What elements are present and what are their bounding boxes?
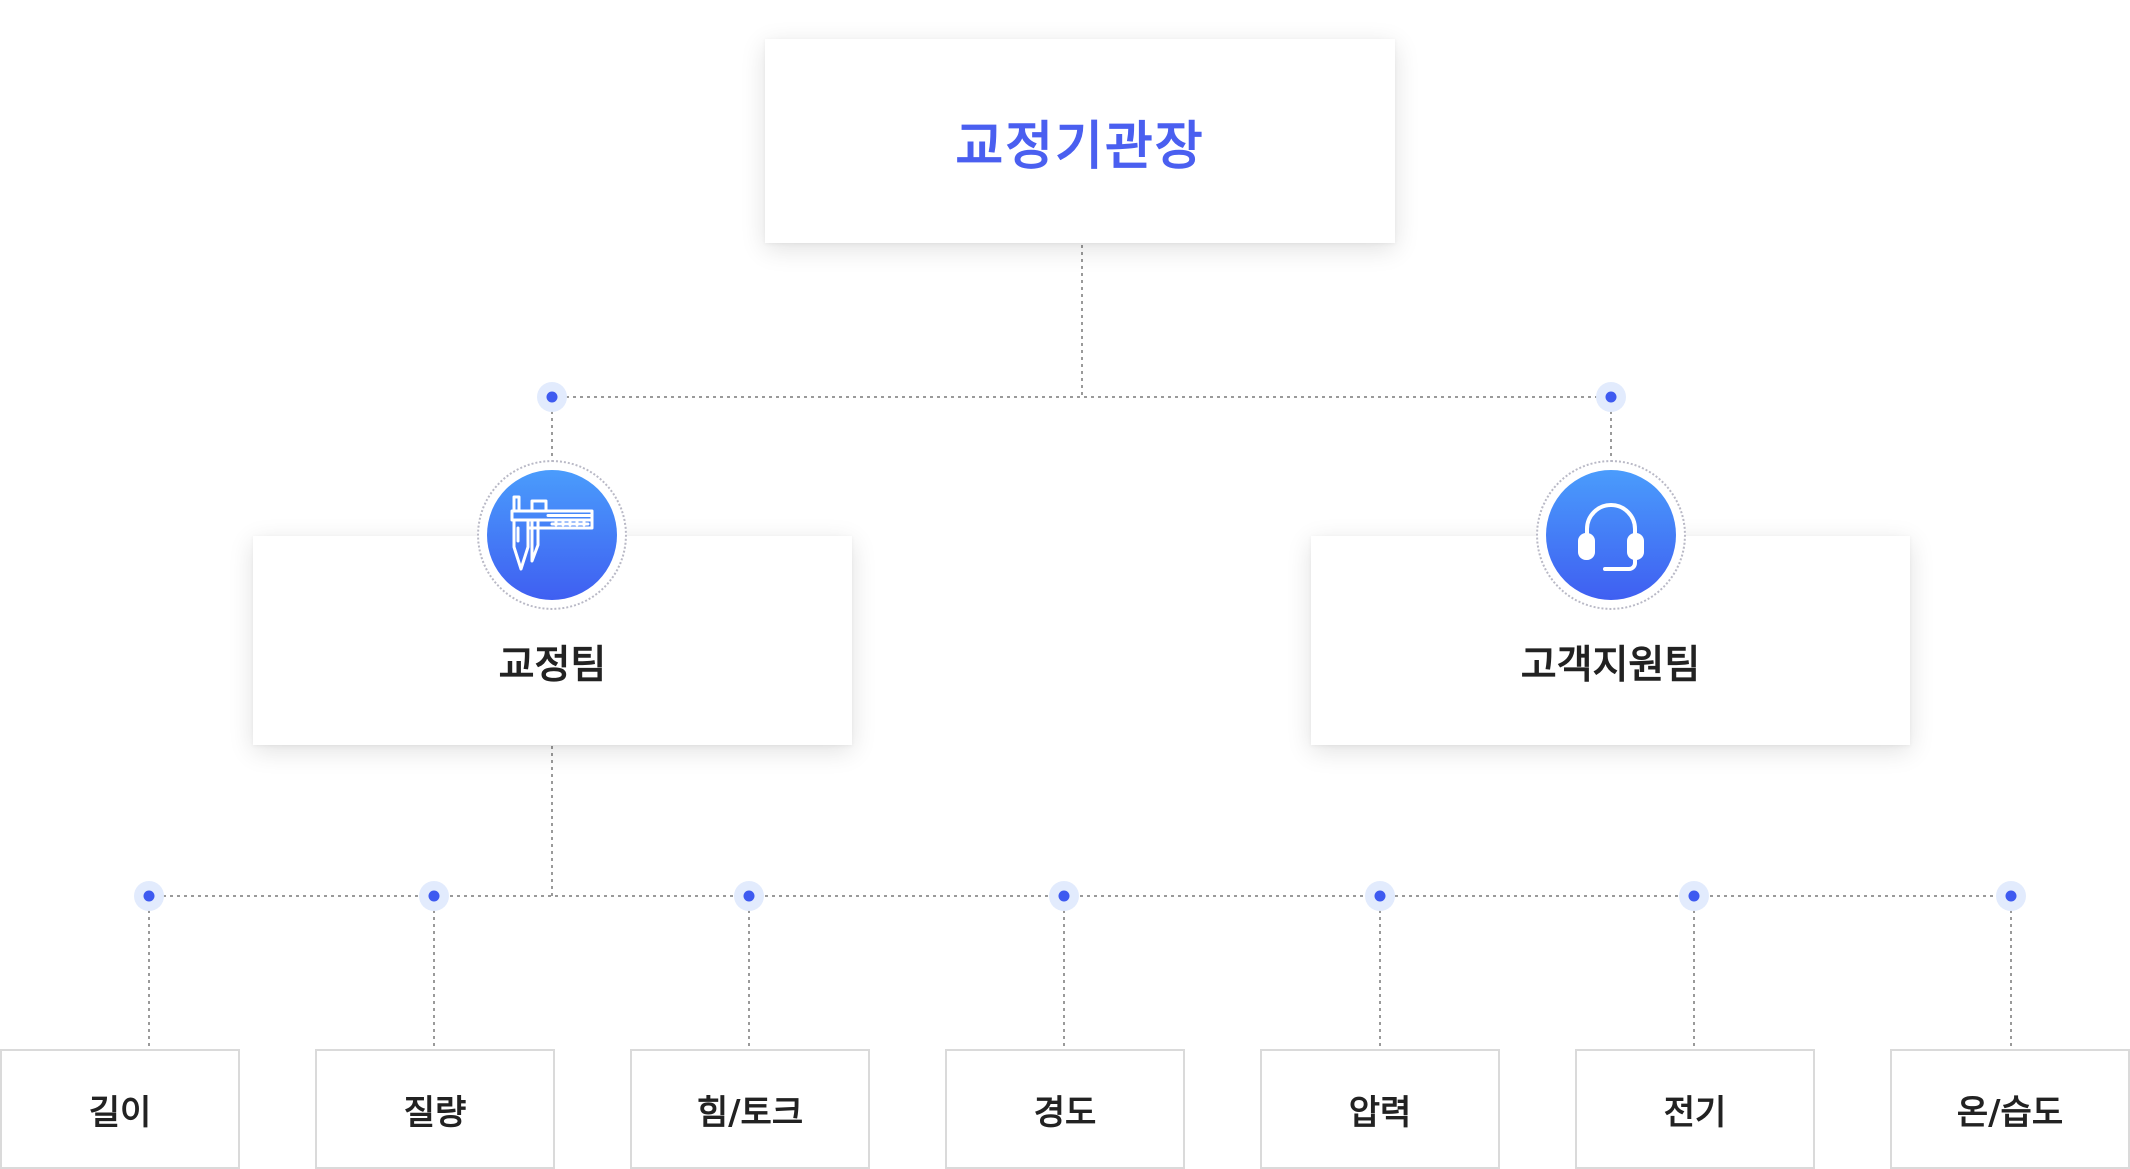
unit-node-label: 압력 xyxy=(1348,1092,1412,1133)
junction-dot-unit-7 xyxy=(1996,881,2026,911)
unit-node-label: 질량 xyxy=(403,1092,467,1133)
team-node-calibration: 교정팀 xyxy=(253,536,852,745)
headset-badge xyxy=(1536,460,1686,610)
unit-node-mass: 질량 xyxy=(315,1049,555,1169)
unit-node-label: 경도 xyxy=(1033,1092,1097,1133)
team-node-label: 고객지원팀 xyxy=(1520,643,1701,688)
headset-icon xyxy=(1578,503,1644,571)
unit-node-temperature-humidity: 온/습도 xyxy=(1890,1049,2130,1169)
root-node: 교정기관장 xyxy=(765,39,1395,243)
unit-node-force-torque: 힘/토크 xyxy=(630,1049,870,1169)
unit-node-length: 길이 xyxy=(0,1049,240,1169)
caliper-badge xyxy=(477,460,627,610)
unit-node-hardness: 경도 xyxy=(945,1049,1185,1169)
junction-dot-unit-6 xyxy=(1679,881,1709,911)
team-node-label: 교정팀 xyxy=(498,643,607,688)
junction-dot-unit-1 xyxy=(134,881,164,911)
junction-dot-unit-4 xyxy=(1049,881,1079,911)
junction-dot-unit-2 xyxy=(419,881,449,911)
caliper-icon xyxy=(510,495,594,571)
unit-node-pressure: 압력 xyxy=(1260,1049,1500,1169)
unit-node-label: 온/습도 xyxy=(1956,1092,2064,1133)
unit-node-label: 전기 xyxy=(1663,1092,1727,1133)
junction-dot-calibration-team xyxy=(537,382,567,412)
junction-dot-unit-5 xyxy=(1365,881,1395,911)
junction-dot-support-team xyxy=(1596,382,1626,412)
junction-dot-unit-3 xyxy=(734,881,764,911)
unit-node-label: 길이 xyxy=(88,1092,152,1133)
unit-node-electricity: 전기 xyxy=(1575,1049,1815,1169)
unit-node-label: 힘/토크 xyxy=(696,1092,804,1133)
root-node-label: 교정기관장 xyxy=(955,116,1205,177)
